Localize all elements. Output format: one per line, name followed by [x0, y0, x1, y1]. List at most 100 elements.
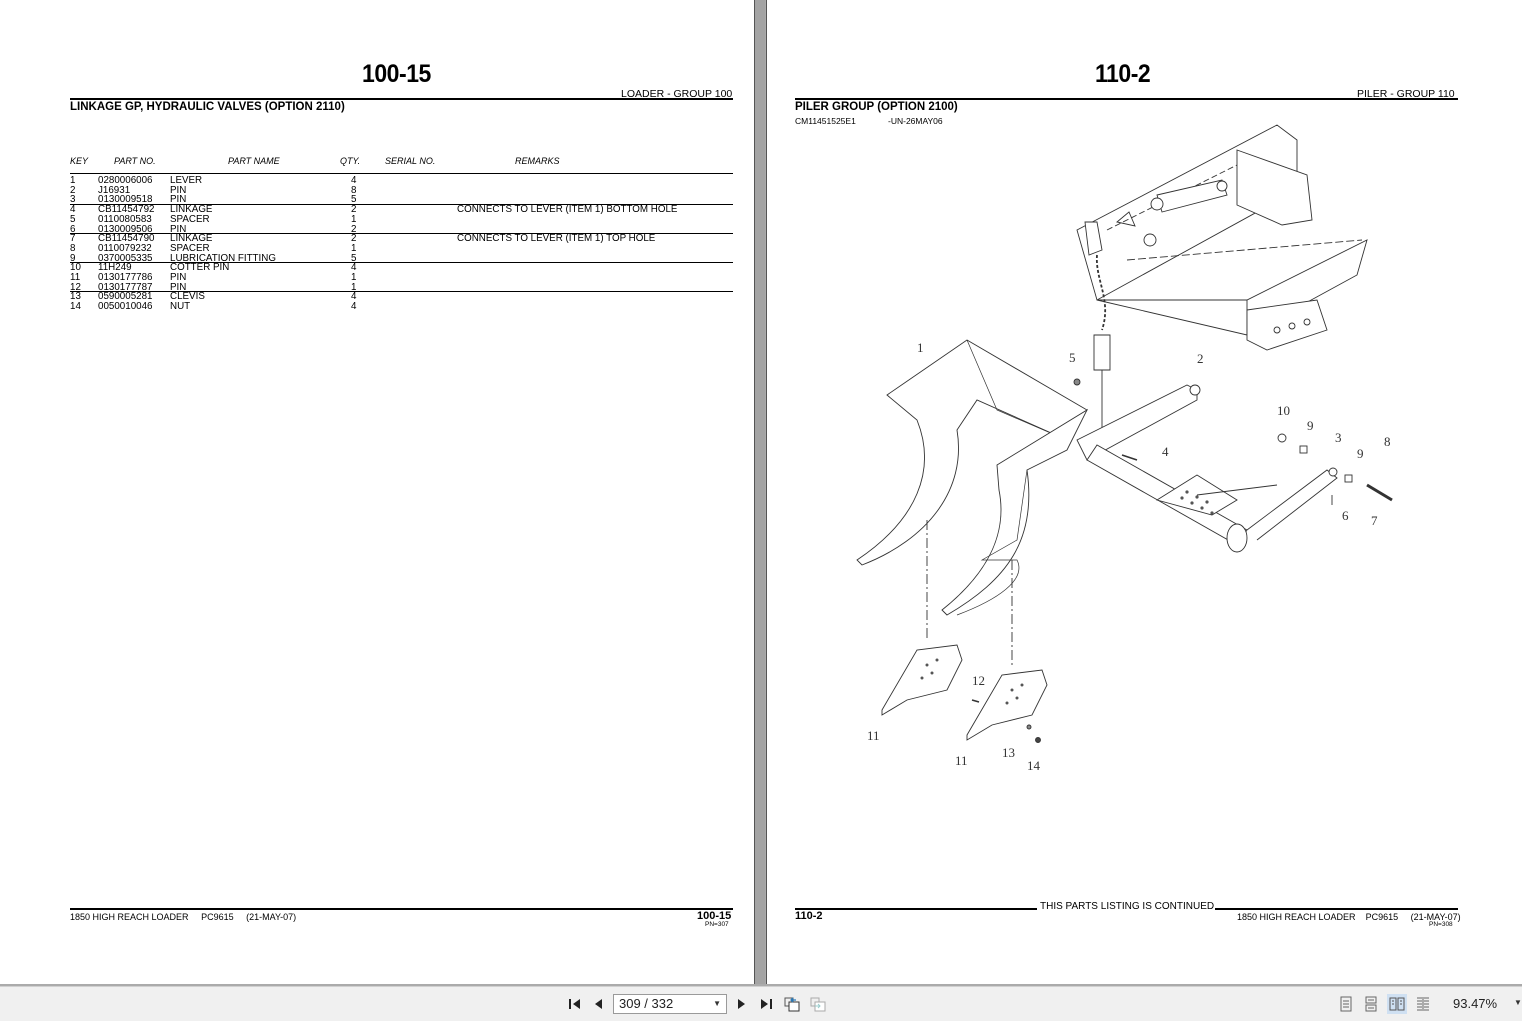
continuous-facing-icon: [1417, 997, 1429, 1011]
continuous-mode-button[interactable]: [1361, 994, 1381, 1014]
table-row: 3 0130009518 PIN 5: [70, 194, 357, 206]
callout-13: 13: [1002, 745, 1015, 760]
table-row: 11 0130177786 PIN 1: [70, 272, 357, 283]
table-row: 2 J16931 PIN 8: [70, 184, 357, 196]
continuous-icon: [1365, 996, 1377, 1012]
table-row: 14 0050010046 NUT 4: [70, 301, 357, 313]
previous-view-icon: [784, 997, 800, 1012]
facing-mode-button[interactable]: [1387, 994, 1407, 1014]
callout-1: 1: [917, 340, 924, 355]
callout-5: 5: [1069, 350, 1076, 365]
document-viewport[interactable]: 100-15 LOADER - GROUP 100 LINKAGE GP, HY…: [0, 0, 1522, 986]
table-row: 10 11H249 COTTER PIN 4: [70, 262, 357, 274]
next-view-icon: [810, 997, 826, 1012]
last-page-button[interactable]: [756, 994, 776, 1014]
footer-rule-right: [1215, 908, 1458, 910]
previous-view-button[interactable]: [782, 994, 802, 1014]
footer-date: (21-MAY-07): [246, 912, 297, 922]
table-row: 6 0130009506 PIN 2: [70, 223, 357, 235]
zoom-level[interactable]: 93.47%: [1453, 996, 1498, 1011]
group-label: PILER - GROUP 110: [1357, 88, 1455, 100]
table-row: 1 0280006006 LEVER 4: [70, 175, 357, 186]
continued-notice: THIS PARTS LISTING IS CONTINUED: [1040, 901, 1215, 912]
facing-pages-icon: [1389, 997, 1405, 1011]
col-qty: QTY.: [340, 156, 361, 166]
callout-9: 9: [1307, 418, 1314, 433]
callout-14: 14: [1027, 758, 1041, 773]
navigation-toolbar: 309 / 332 ▼ 93.47% ▼: [0, 986, 1522, 1021]
callout-12: 12: [972, 673, 985, 688]
group-divider: [70, 233, 733, 234]
page-indicator: 309 / 332: [619, 996, 674, 1011]
table-row: 9 0370005335 LUBRICATION FITTING 5: [70, 252, 357, 264]
right-page: 110-2 PILER - GROUP 110 PILER GROUP (OPT…: [766, 0, 1522, 984]
page-number-heading: 100-15: [362, 60, 431, 88]
table-row: 4 CB11454792 LINKAGE 2 CONNECTS TO LEVER…: [70, 204, 678, 216]
illustration-id: CM11451525E1: [795, 116, 856, 126]
next-view-button[interactable]: [808, 994, 828, 1014]
shank-right: [941, 408, 1089, 665]
page-dropdown-icon[interactable]: ▼: [713, 999, 721, 1008]
hardware: [971, 378, 1393, 743]
footer-pn: PN=307: [705, 921, 729, 928]
section-title: PILER GROUP (OPTION 2100): [795, 101, 958, 113]
header-rule: [70, 98, 733, 100]
page-gutter: [755, 0, 765, 984]
continuous-facing-mode-button[interactable]: [1413, 994, 1433, 1014]
footer-page-number: 100-15: [697, 910, 732, 922]
previous-page-icon: [595, 999, 602, 1009]
col-key: KEY: [70, 156, 89, 166]
first-page-button[interactable]: [565, 994, 585, 1014]
col-remarks: REMARKS: [515, 156, 560, 166]
table-rule: [70, 173, 733, 174]
table-row: 7 CB11454790 LINKAGE 2 CONNECTS TO LEVER…: [70, 233, 656, 245]
group-divider: [70, 204, 733, 205]
piler-beam: [1076, 384, 1338, 553]
footer-info: 1850 HIGH REACH LOADER PC9615 (21-MAY-07…: [70, 912, 296, 922]
loader-frame: [1076, 124, 1368, 351]
footer-page-number: 110-2: [795, 910, 823, 922]
callout-3: 3: [1335, 430, 1342, 445]
illustration-code: -UN-26MAY06: [888, 116, 943, 126]
exploded-parts-diagram: 1 2 3 4 5 6 7 8 9 9 10 11 11 12 13 14: [856, 124, 1393, 773]
header-rule: [795, 98, 1458, 100]
callout-9b: 9: [1357, 446, 1364, 461]
callout-labels: 1 2 3 4 5 6 7 8 9 9 10 11 11 12 13 14: [867, 340, 1391, 773]
previous-page-button[interactable]: [589, 994, 609, 1014]
callout-8: 8: [1384, 434, 1391, 449]
page-number-heading: 110-2: [1095, 60, 1151, 88]
tooth-right: [966, 669, 1048, 741]
callout-11b: 11: [955, 753, 968, 768]
footer-date: (21-MAY-07): [1410, 912, 1461, 922]
first-page-icon: [569, 999, 580, 1009]
col-part-no: PART NO.: [114, 156, 156, 166]
footer-model: 1850 HIGH REACH LOADER: [1237, 912, 1356, 922]
section-title: LINKAGE GP, HYDRAULIC VALVES (OPTION 211…: [70, 101, 345, 113]
table-row: 12 0130177787 PIN 1: [70, 281, 357, 293]
group-label: LOADER - GROUP 100: [621, 88, 733, 100]
page-number-input[interactable]: 309 / 332 ▼: [613, 994, 727, 1014]
zoom-dropdown-icon[interactable]: ▼: [1514, 998, 1522, 1007]
footer-pn: PN=308: [1429, 921, 1453, 928]
table-row: 5 0110080583 SPACER 1: [70, 213, 357, 225]
footer-rule: [70, 908, 733, 910]
table-row: 8 0110079232 SPACER 1: [70, 242, 357, 254]
group-divider: [70, 262, 733, 263]
callout-2: 2: [1197, 351, 1204, 366]
table-row: 13 0590005281 CLEVIS 4: [70, 291, 357, 303]
callout-6: 6: [1342, 508, 1349, 523]
callout-4: 4: [1162, 444, 1169, 459]
footer-rule-left: [795, 908, 1037, 910]
single-page-icon: [1340, 996, 1352, 1012]
callout-7: 7: [1371, 513, 1378, 528]
callout-10: 10: [1277, 403, 1290, 418]
callout-11: 11: [867, 728, 880, 743]
single-page-mode-button[interactable]: [1336, 994, 1356, 1014]
shank-left: [856, 339, 1088, 640]
footer-info: 1850 HIGH REACH LOADER PC9615 (21-MAY-07…: [1237, 912, 1461, 922]
col-serial-no: SERIAL NO.: [385, 156, 436, 166]
last-page-icon: [761, 999, 772, 1009]
next-page-icon: [738, 999, 745, 1009]
next-page-button[interactable]: [731, 994, 751, 1014]
footer-catalog: PC9615: [201, 912, 234, 922]
